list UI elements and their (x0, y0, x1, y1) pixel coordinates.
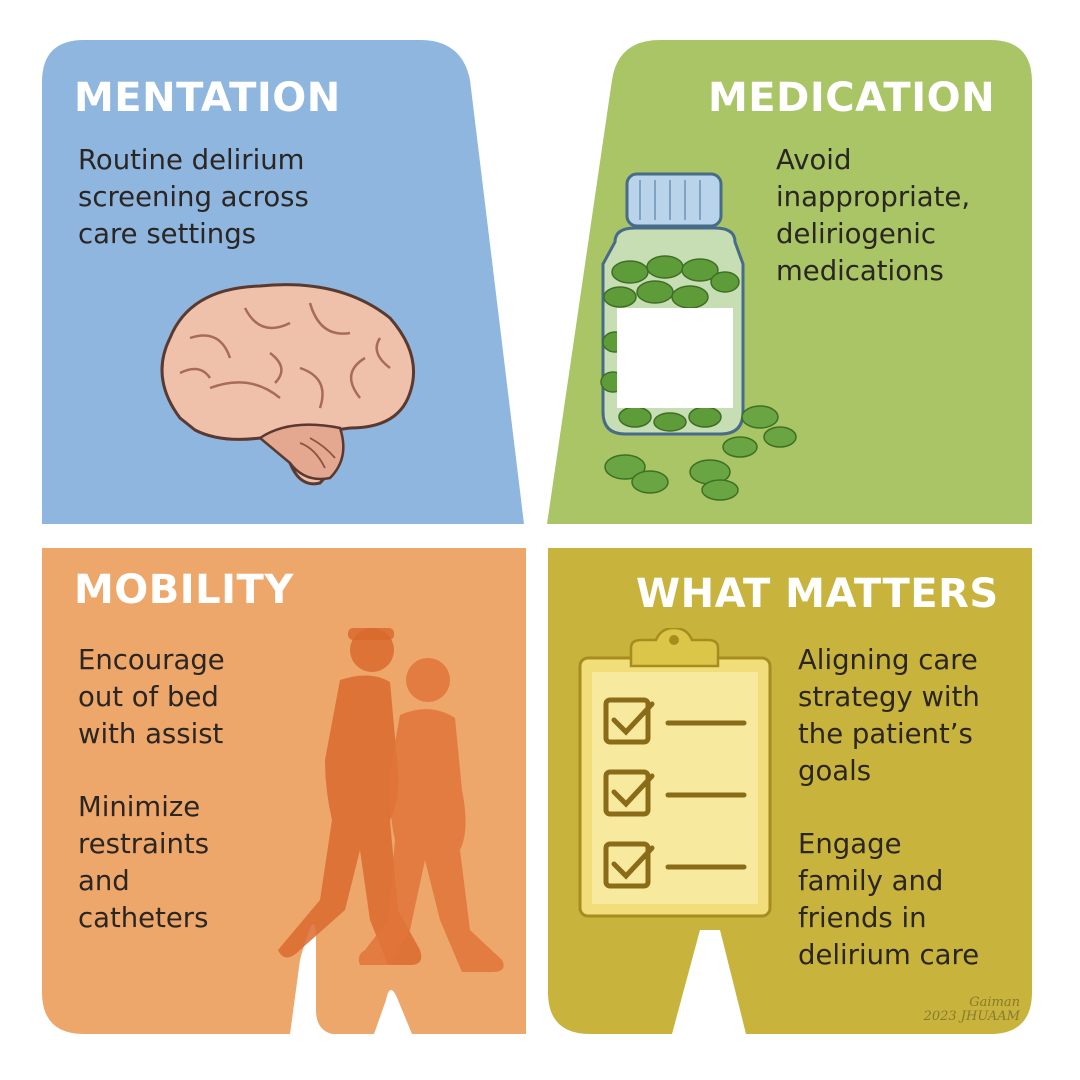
text-line: strategy with (798, 681, 980, 713)
medication-text: Avoid inappropriate, deliriogenic medica… (776, 142, 970, 290)
what-matters-text: Aligning care strategy with the patient’… (798, 642, 980, 974)
mentation-title: MENTATION (74, 75, 341, 121)
brain-icon (160, 283, 416, 486)
mentation-text: Routine delirium screening across care s… (78, 142, 309, 253)
text-line: out of bed (78, 681, 219, 713)
text-line: restraints (78, 828, 210, 860)
text-line: Engage (798, 828, 902, 860)
text-line: delirium care (798, 939, 980, 971)
walking-people-icon (278, 628, 504, 972)
text-line: catheters (78, 902, 209, 934)
what-matters-title: WHAT MATTERS (636, 571, 999, 617)
artist-signature: Gaiman (969, 995, 1020, 1010)
pill-bottle-icon (600, 172, 797, 501)
text-line: care settings (78, 218, 256, 250)
text-line: Routine delirium (78, 144, 305, 176)
copyright-line: 2023 JHUAAM (923, 1009, 1020, 1024)
text-line: inappropriate, (776, 181, 971, 213)
text-line: goals (798, 755, 872, 787)
medication-title: MEDICATION (708, 75, 996, 121)
text-line: Encourage (78, 644, 225, 676)
mobility-title: MOBILITY (74, 567, 294, 613)
text-line: with assist (78, 718, 224, 750)
text-line: family and (798, 865, 944, 897)
text-line: Avoid (776, 144, 852, 176)
text-line: deliriogenic (776, 218, 936, 250)
text-line: the patient’s (798, 718, 973, 750)
text-line: screening across (78, 181, 309, 213)
mobility-text: Encourage out of bed with assist Minimiz… (78, 642, 225, 937)
clipboard-checklist-icon (578, 628, 772, 918)
artist-credit: Gaiman 2023 JHUAAM (924, 996, 1020, 1024)
text-line: Minimize (78, 791, 201, 823)
text-line: friends in (798, 902, 927, 934)
text-line: and (78, 865, 130, 897)
text-line: Aligning care (798, 644, 978, 676)
text-line: medications (776, 255, 944, 287)
